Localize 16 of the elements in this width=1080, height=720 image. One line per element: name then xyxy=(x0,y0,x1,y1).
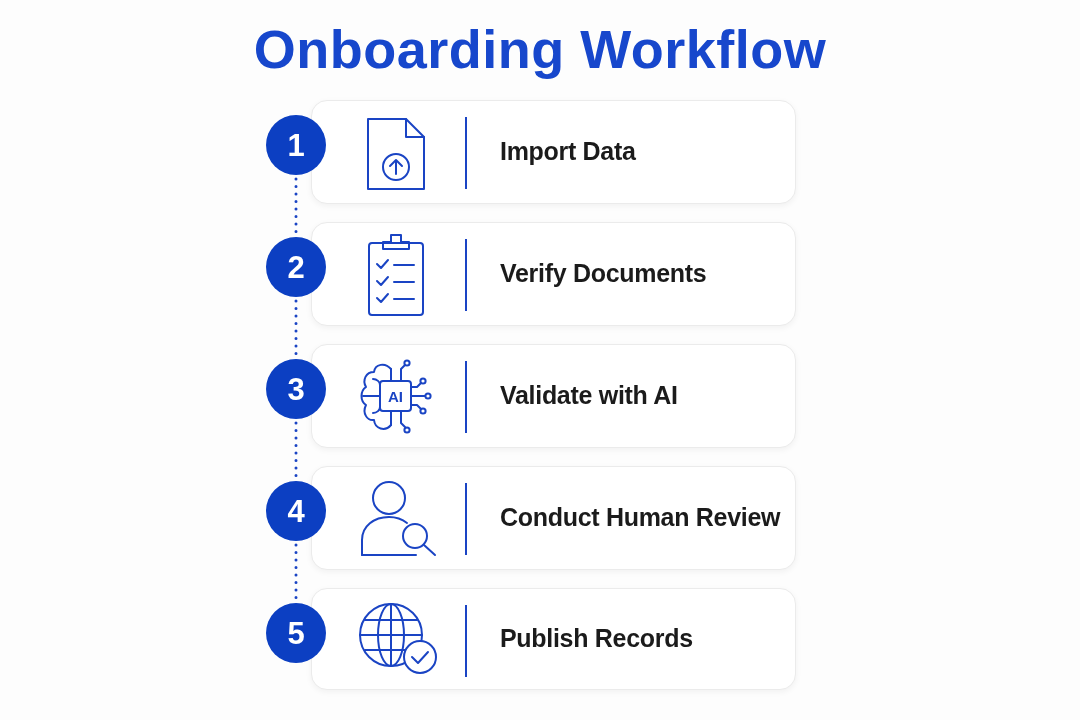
dotted-connector xyxy=(294,177,298,235)
step-card xyxy=(311,588,796,690)
step-label: Verify Documents xyxy=(500,258,708,290)
diagram-title: Onboarding Workflow xyxy=(252,18,828,81)
dotted-connector xyxy=(294,421,298,479)
step-label: Import Data xyxy=(500,136,637,168)
chip-text: AI xyxy=(387,387,404,405)
step-card xyxy=(311,466,796,570)
step-card xyxy=(311,100,796,204)
step-card xyxy=(311,344,796,448)
step-card xyxy=(311,222,796,326)
step-label: Conduct Human Review xyxy=(500,502,782,534)
step-label: Validate with AI xyxy=(500,380,679,412)
dotted-connector xyxy=(294,299,298,357)
dotted-connector xyxy=(294,543,298,601)
step-label: Publish Records xyxy=(500,623,694,655)
